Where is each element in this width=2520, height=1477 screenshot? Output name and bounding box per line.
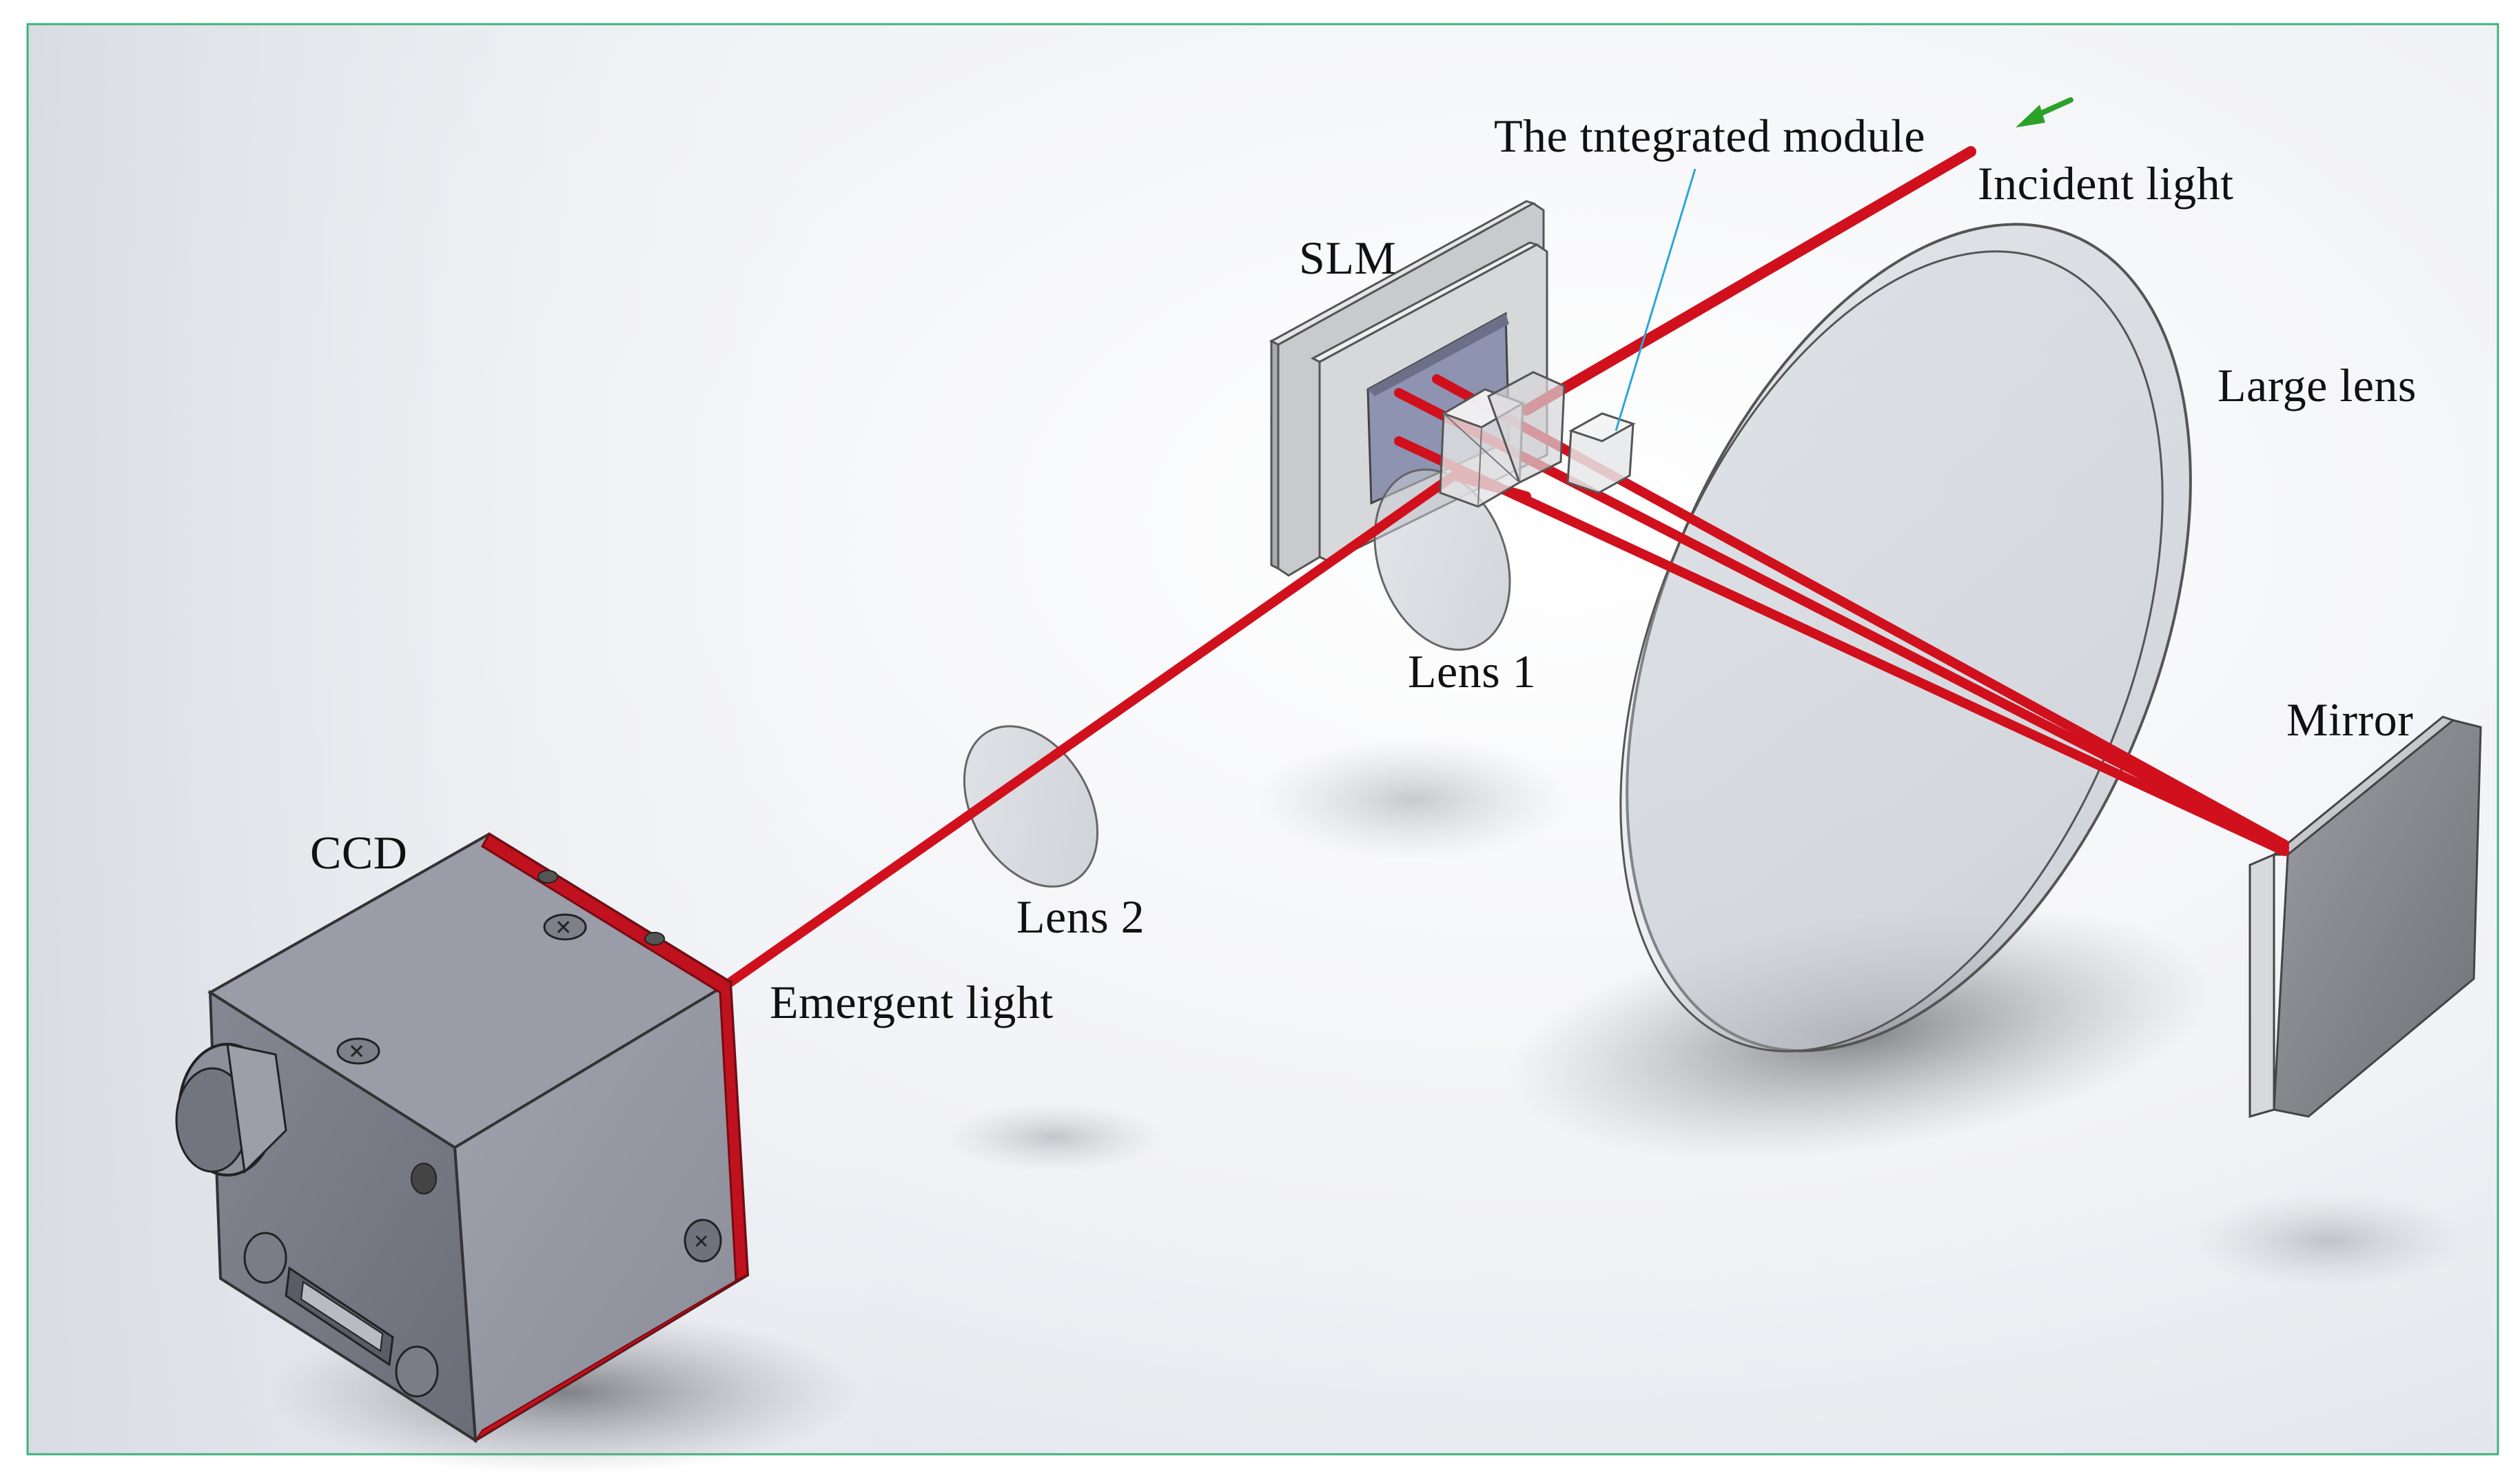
beam-slm-to-mirror-3 bbox=[1394, 436, 2289, 856]
figure-frame bbox=[26, 23, 2499, 1456]
large-lens-label: Large lens bbox=[2217, 359, 2417, 411]
incident-beam bbox=[1521, 146, 1976, 416]
emergent-beam bbox=[726, 471, 1459, 987]
ccd-screw-1 bbox=[543, 913, 587, 941]
integrated-module bbox=[1439, 371, 1636, 508]
lens2-label: Lens 2 bbox=[1016, 890, 1145, 943]
green-arrow-icon bbox=[2016, 97, 2073, 128]
slm-shadow bbox=[1254, 737, 1571, 862]
integrated-module-label: The tntegrated module bbox=[1494, 110, 1926, 162]
lens1-label: Lens 1 bbox=[1408, 645, 1537, 697]
svg-text:✕: ✕ bbox=[693, 1230, 709, 1253]
lens-2 bbox=[963, 725, 1099, 888]
integrated-module-leader-line bbox=[1615, 168, 1697, 431]
mirror-label: Mirror bbox=[2286, 693, 2414, 746]
mirror-shadow bbox=[2191, 1192, 2467, 1289]
svg-text:✕: ✕ bbox=[348, 1040, 365, 1064]
incident-light-label: Incident light bbox=[1978, 157, 2234, 210]
slm-label: SLM bbox=[1299, 232, 1397, 284]
lens2-shadow bbox=[944, 1103, 1165, 1172]
svg-text:✕: ✕ bbox=[555, 916, 572, 940]
emergent-light-label: Emergent light bbox=[770, 976, 1054, 1028]
ccd-camera: ✕ ✕ ✕ bbox=[175, 832, 750, 1443]
lens-1 bbox=[1373, 468, 1511, 651]
ccd-label: CCD bbox=[310, 826, 408, 879]
ccd-screw-2 bbox=[336, 1037, 380, 1065]
